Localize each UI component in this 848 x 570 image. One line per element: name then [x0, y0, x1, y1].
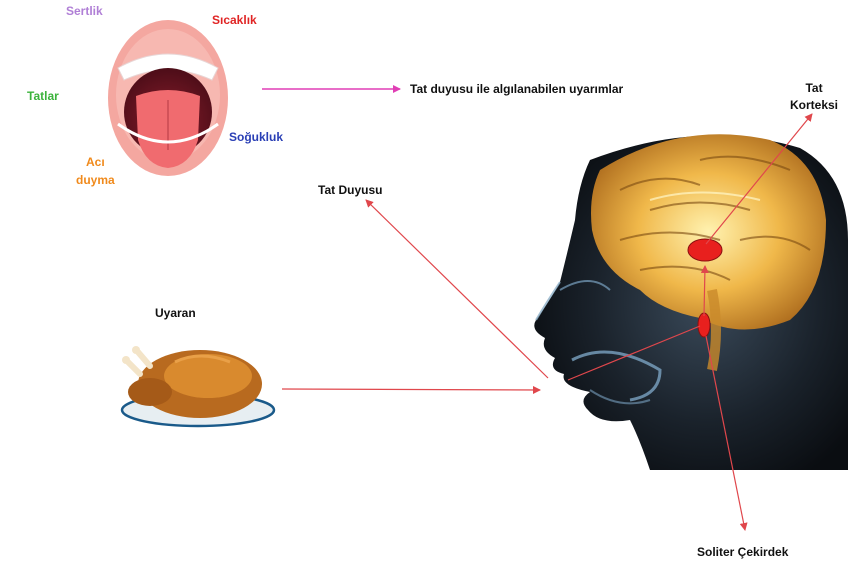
- label-heat: Sıcaklık: [212, 13, 257, 27]
- label-cold: Soğukluk: [229, 130, 283, 144]
- head-brain-icon: [534, 134, 848, 470]
- arrow-to-taste-sense: [366, 200, 548, 378]
- stimuli-caption: Tat duyusu ile algılanabilen uyarımlar: [410, 82, 623, 96]
- taste-cortex-line2: Korteksi: [790, 97, 838, 114]
- solitary-nucleus-label: Soliter Çekirdek: [697, 545, 788, 559]
- label-bitter: Acı duyma: [76, 153, 115, 189]
- taste-cortex-label: Tat Korteksi: [790, 80, 838, 114]
- stimulus-label: Uyaran: [155, 306, 196, 320]
- label-hardness: Sertlik: [66, 4, 103, 18]
- taste-sense-label: Tat Duyusu: [318, 183, 382, 197]
- label-bitter-line2: duyma: [76, 171, 115, 189]
- arrow-stimulus-to-mouth: [282, 389, 540, 390]
- tongue-icon: [108, 20, 228, 176]
- taste-cortex-line1: Tat: [790, 80, 838, 97]
- roast-chicken-icon: [122, 346, 274, 426]
- label-bitter-line1: Acı: [76, 153, 115, 171]
- label-sweet: Tatlar: [27, 89, 59, 103]
